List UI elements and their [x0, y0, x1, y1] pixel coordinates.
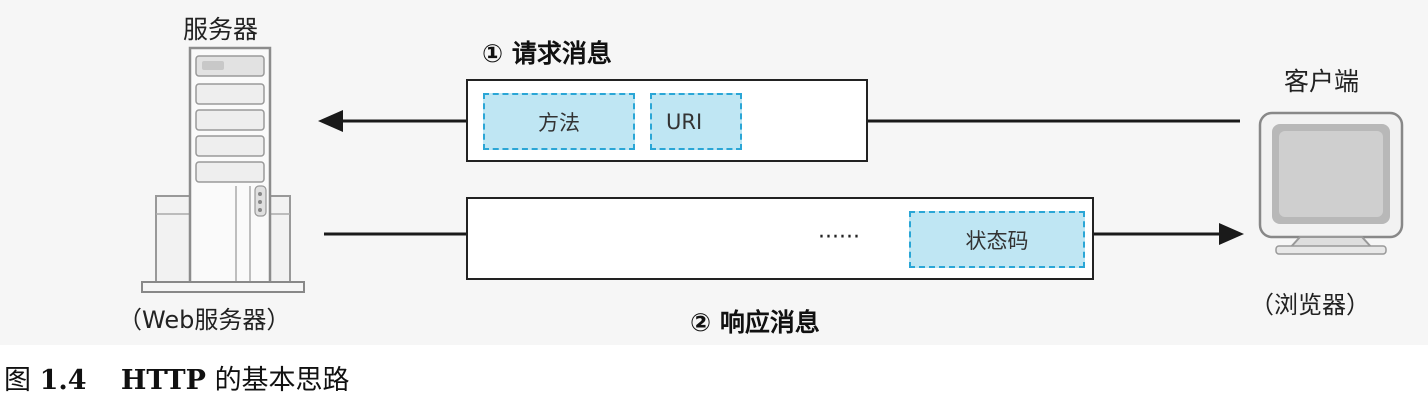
request-label: ① 请求消息 [482, 39, 612, 68]
response-ellipsis: ······ [818, 225, 860, 250]
caption-number: 1.4 [39, 365, 87, 396]
request-arrow [318, 110, 1240, 132]
field-method: 方法 [483, 93, 635, 150]
request-message-box: 方法 URI [466, 79, 868, 162]
client-subtitle: （浏览器） [1250, 291, 1370, 319]
caption-prefix: 图 [4, 365, 31, 396]
server-subtitle: （Web服务器） [118, 306, 291, 334]
diagram-graphics [141, 46, 1404, 293]
field-uri: URI [650, 93, 742, 150]
response-arrow [324, 223, 1244, 245]
figure-caption: 图 1.4 HTTP 的基本思路 [4, 358, 350, 397]
server-title: 服务器 [183, 15, 259, 44]
caption-title-bold: HTTP [120, 365, 206, 396]
response-message-box: ······ 状态码 [466, 197, 1094, 280]
server-icon [141, 46, 305, 293]
monitor-icon [1258, 111, 1404, 255]
caption-title-rest: 的基本思路 [214, 365, 350, 396]
response-label: ② 响应消息 [690, 308, 820, 337]
field-status-code: 状态码 [909, 211, 1085, 268]
client-title: 客户端 [1284, 67, 1360, 96]
